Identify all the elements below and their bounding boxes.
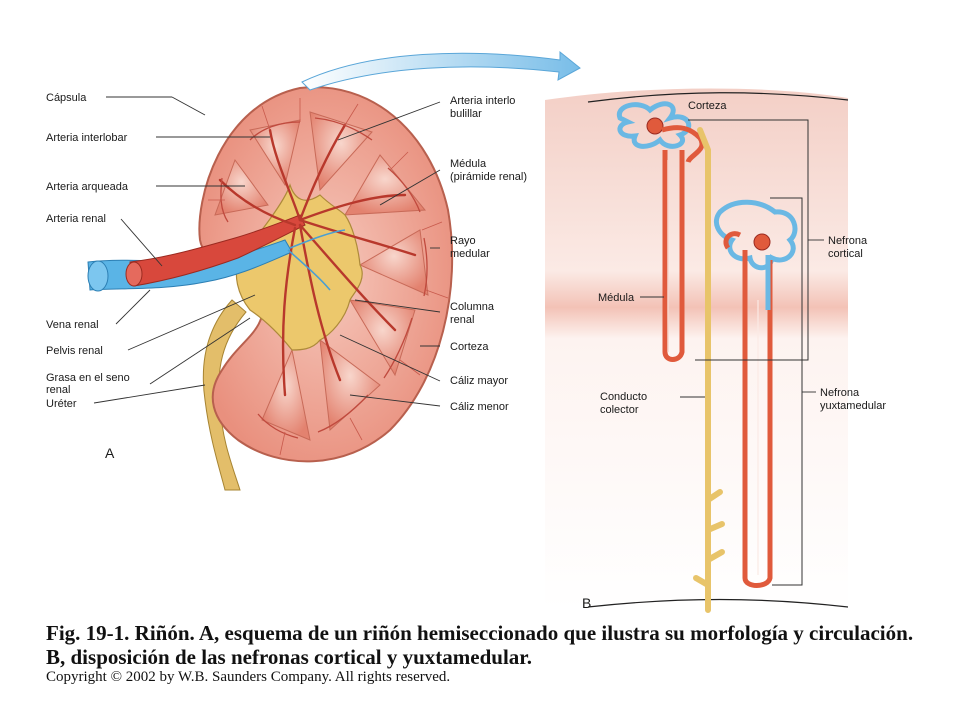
zoom-arrow <box>301 50 581 91</box>
label-ureter: Uréter <box>46 398 77 410</box>
renal-pelvis <box>235 183 363 351</box>
figure-caption: Fig. 19-1. Riñón. A, esquema de un riñón… <box>46 621 926 669</box>
renal-artery <box>129 214 306 287</box>
label-pelvis-renal: Pelvis renal <box>46 345 103 357</box>
artery-branches <box>218 123 417 397</box>
label-arteria-arqueada: Arteria arqueada <box>46 181 129 193</box>
label-medula-2: (pirámide renal) <box>450 171 527 183</box>
collecting-duct <box>693 127 725 613</box>
nephron-diagram: Corteza Médula Nefrona cortical Conducto… <box>545 88 886 613</box>
label-nefrona-yuxta-2: yuxtamedular <box>820 400 886 412</box>
caption-fig-number: Fig. 19-1. <box>46 621 130 645</box>
label-conducto-1: Conducto <box>600 391 647 403</box>
kidney-diagram <box>87 86 454 491</box>
label-interlobulillar-2: bulillar <box>450 108 482 120</box>
panel-b-letter: B <box>582 595 591 611</box>
vein-opening <box>87 260 109 292</box>
cortical-nephron <box>616 101 705 362</box>
label-caliz-mayor: Cáliz mayor <box>450 375 508 387</box>
label-interlobulillar-1: Arteria interlo <box>450 95 515 107</box>
label-medula-b: Médula <box>598 292 635 304</box>
label-columna-1: Columna <box>450 301 495 313</box>
label-caliz-menor: Cáliz menor <box>450 401 509 413</box>
label-grasa-2: renal <box>46 384 70 396</box>
label-columna-2: renal <box>450 314 474 326</box>
label-nefrona-cortical-2: cortical <box>828 248 863 260</box>
label-medula-1: Médula <box>450 158 487 170</box>
label-rayo-2: medular <box>450 248 490 260</box>
label-corteza-b: Corteza <box>688 100 727 112</box>
label-corteza-a: Corteza <box>450 341 489 353</box>
label-arteria-renal: Arteria renal <box>46 213 106 225</box>
label-arteria-interlobar: Arteria interlobar <box>46 132 128 144</box>
interlobular-arteries <box>208 98 449 456</box>
vein-branches <box>287 229 346 291</box>
ureter-shape <box>202 299 247 491</box>
caption-text: Riñón. A, esquema de un riñón hemiseccio… <box>46 621 914 669</box>
panel-b-leader-lines <box>640 239 824 398</box>
panel-b-labels: Corteza Médula Nefrona cortical Conducto… <box>582 100 886 611</box>
panel-b-background <box>545 88 848 611</box>
label-nefrona-yuxta-1: Nefrona <box>820 387 860 399</box>
label-conducto-2: colector <box>600 404 639 416</box>
label-capsula: Cápsula <box>46 92 87 104</box>
label-grasa-1: Grasa en el seno <box>46 372 130 384</box>
panel-a-letter: A <box>105 445 115 461</box>
juxtamedullary-nephron <box>714 199 798 588</box>
panel-a-labels: Cápsula Arteria interlobar Arteria arque… <box>46 92 527 461</box>
artery-opening <box>125 261 143 287</box>
label-vena-renal: Vena renal <box>46 319 99 331</box>
kidney-figure: Cápsula Arteria interlobar Arteria arque… <box>46 50 886 613</box>
arcuate-arteries <box>220 117 428 439</box>
label-nefrona-cortical-1: Nefrona <box>828 235 868 247</box>
label-rayo-1: Rayo <box>450 235 476 247</box>
panel-a-leader-lines <box>93 96 441 407</box>
copyright-line: Copyright © 2002 by W.B. Saunders Compan… <box>46 669 451 685</box>
